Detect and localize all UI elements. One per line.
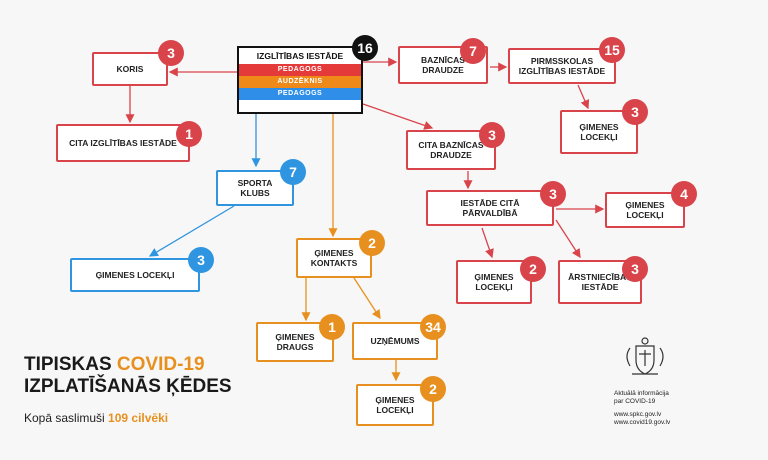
badge-cita-izglitibas: 1 xyxy=(176,121,202,147)
node-gimenes-loc-sport: ĢIMENES LOCEKĻI xyxy=(70,258,200,292)
badge-gimenes-loc-mid: 2 xyxy=(520,256,546,282)
badge-arstniecibas: 3 xyxy=(622,256,648,282)
node-gimenes-loc-pirms: ĢIMENES LOCEKĻI xyxy=(560,110,638,154)
link-pirms-gim xyxy=(577,84,590,110)
badge-gimenes-loc-pirms: 3 xyxy=(622,99,648,125)
badge-sporta-klubs: 7 xyxy=(280,159,306,185)
info-line1: Aktuālā informācija xyxy=(614,390,669,397)
info-link-covid19[interactable]: www.covid19.gov.lv xyxy=(614,419,671,426)
node-koris: KORIS xyxy=(92,52,168,86)
school-title: IZGLĪTĪBAS IESTĀDE xyxy=(256,51,344,61)
coat-of-arms-icon xyxy=(626,337,664,375)
node-iestade-cita: IESTĀDE CITĀ PĀRVALDĪBĀ xyxy=(426,190,554,226)
total-value: 109 cilvēki xyxy=(108,411,169,425)
info-line2: par COVID-19 xyxy=(614,398,656,405)
badge-cita-baznicas: 3 xyxy=(479,122,505,148)
info-link-spkc[interactable]: www.spkc.gov.lv xyxy=(614,411,662,418)
badge-gimenes-draugs: 1 xyxy=(319,314,345,340)
link-kontakts-uzn xyxy=(353,277,381,320)
node-pirmsskolas: PIRMSSKOLAS IZGLĪTĪBAS IESTĀDE xyxy=(508,48,616,84)
school-count: 16 xyxy=(352,35,378,61)
badge-gimenes-loc-right: 4 xyxy=(671,181,697,207)
school-node: IZGLĪTĪBAS IESTĀDE PEDAGOGS AUDZĒKNIS PE… xyxy=(237,46,363,114)
node-sporta-klubs: SPORTA KLUBS xyxy=(216,170,294,206)
badge-gimenes-loc-sport: 3 xyxy=(188,247,214,273)
badge-gimenes-kontakts: 2 xyxy=(359,230,385,256)
badge-pirmsskolas: 15 xyxy=(599,37,625,63)
link-sports-gim xyxy=(148,205,235,257)
title-line1-b: COVID-19 xyxy=(116,354,205,375)
band-teacher-2: PEDAGOGS xyxy=(239,88,361,100)
badge-iestade-cita: 3 xyxy=(540,181,566,207)
node-cita-izglitibas: CITA IZGLĪTĪBAS IESTĀDE xyxy=(56,124,190,162)
link-school-citabazn xyxy=(362,103,434,130)
badge-uznemums: 34 xyxy=(420,314,446,340)
band-teacher-1: PEDAGOGS xyxy=(239,64,361,76)
link-iestade-gimmid xyxy=(481,227,494,259)
band-student: AUDZĒKNIS xyxy=(239,76,361,88)
title-line2: IZPLATĪŠANĀS ĶĒDES xyxy=(24,376,232,397)
node-gimenes-loc-mid: ĢIMENES LOCEKĻI xyxy=(456,260,532,304)
total-prefix: Kopā saslimuši xyxy=(24,411,109,425)
info-block: Aktuālā informācija par COVID-19 www.spk… xyxy=(614,390,670,427)
total-cases: Kopā saslimuši 109 cilvēki xyxy=(24,411,168,425)
badge-gimenes-loc-uzn: 2 xyxy=(420,376,446,402)
badge-baznicas-draudze: 7 xyxy=(460,38,486,64)
link-iestade-arst xyxy=(555,219,581,259)
title-line1-a: TIPISKAS xyxy=(24,354,117,375)
badge-koris: 3 xyxy=(158,40,184,66)
page-title: TIPISKAS COVID-19 IZPLATĪŠANĀS ĶĒDES xyxy=(24,354,232,398)
